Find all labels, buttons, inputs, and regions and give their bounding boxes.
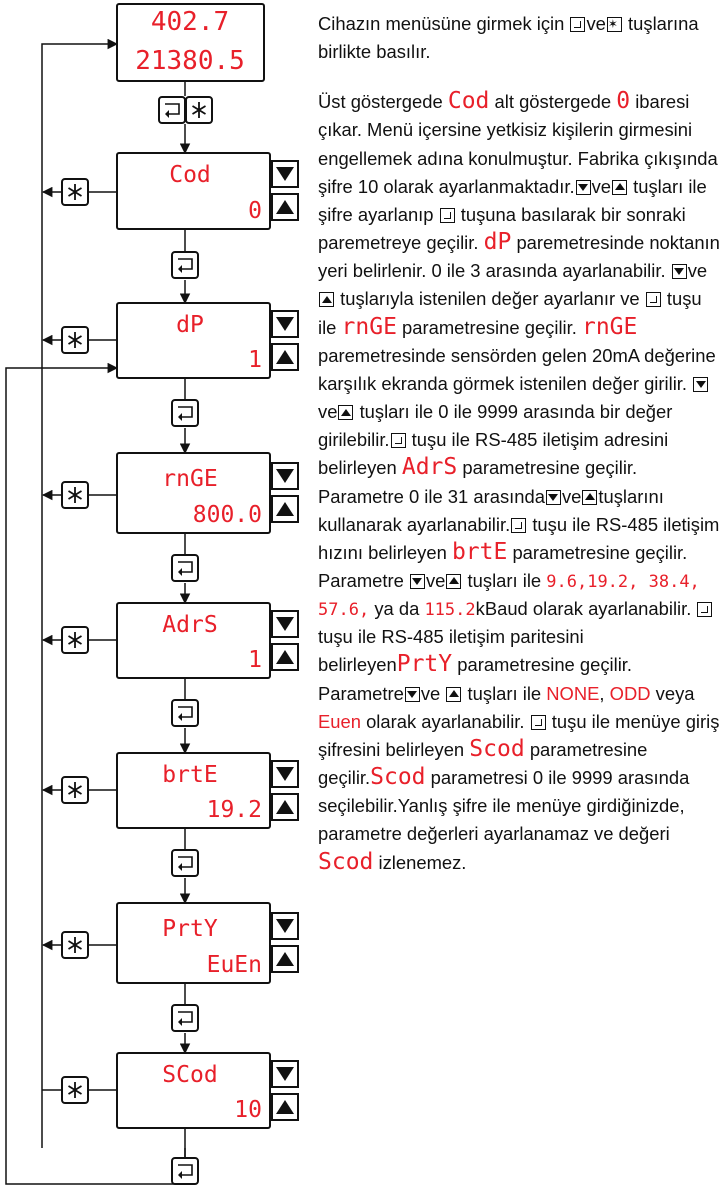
display-rnge — [116, 452, 271, 534]
prty-label: PrtY — [396, 651, 453, 678]
dp-label: dP — [483, 229, 512, 256]
rnge-label: rnGE — [341, 313, 397, 340]
up-down-keys — [271, 160, 299, 1121]
brte-label: brtE — [451, 538, 508, 565]
display-cod — [116, 152, 271, 230]
up-key-icon — [338, 405, 354, 421]
display-adrs — [116, 602, 271, 679]
body-paragraph: Üst göstergede Cod alt göstergede 0 ibar… — [318, 88, 720, 875]
down-key-icon — [671, 264, 687, 280]
parity-none: NONE — [546, 682, 600, 704]
up-key-icon — [612, 179, 628, 195]
rnge-label-2: rnGE — [581, 313, 638, 340]
main-display-top: 402.7 — [151, 7, 229, 37]
prty-top: PrtY — [162, 916, 218, 942]
baud-115: 115.2 — [424, 600, 476, 621]
rnge-bottom: 800.0 — [193, 502, 262, 528]
enter-key-icon — [390, 433, 406, 449]
brte-top: brtE — [162, 762, 217, 788]
up-key-icon — [319, 292, 334, 308]
enter-key-icon — [511, 517, 527, 533]
main-display-bottom: 21380.5 — [135, 46, 245, 76]
down-key-icon — [575, 179, 591, 195]
main-display — [116, 3, 265, 82]
down-key-icon — [404, 686, 420, 702]
baud-values: 9.6,19.2, 38.4, 57.6, — [318, 571, 700, 621]
enter-key-icon — [570, 17, 586, 32]
enter-key-icon — [439, 207, 455, 223]
exit-loop-line — [41, 38, 119, 1148]
down-key-icon — [693, 376, 709, 392]
asterisk-key-icon — [606, 15, 622, 33]
scod-label-3: Scod — [318, 848, 374, 875]
adrs-label: AdrS — [401, 454, 458, 481]
exit-star-keys — [61, 178, 89, 1104]
cod-label: Cod — [447, 88, 490, 115]
menu-entry-keys — [158, 96, 213, 124]
up-key-icon — [446, 573, 462, 589]
adrs-bottom: 1 — [248, 647, 262, 673]
display-brte — [116, 752, 271, 829]
intro-paragraph: Cihazın menüsüne girmek için ve tuşların… — [318, 10, 720, 66]
cod-bottom: 0 — [248, 198, 262, 224]
enter-key-icon — [697, 602, 713, 618]
display-prty — [116, 902, 271, 984]
scod-label: Scod — [469, 735, 525, 762]
cod-top: Cod — [169, 162, 211, 188]
down-key-icon — [409, 573, 425, 589]
display-dp — [116, 302, 271, 379]
brte-bottom: 19.2 — [207, 797, 262, 823]
zero-label: 0 — [616, 88, 631, 115]
display-scod — [116, 1052, 271, 1129]
up-key-icon — [446, 686, 462, 702]
rnge-top: rnGE — [162, 466, 217, 492]
menu-description: Cihazın menüsüne girmek için ve tuşların… — [318, 10, 720, 877]
down-key-icon — [545, 489, 561, 505]
enter-key-icon — [645, 292, 661, 308]
adrs-top: AdrS — [162, 612, 217, 638]
dp-bottom: 1 — [248, 347, 262, 373]
parity-odd: ODD — [609, 682, 651, 704]
scod-bottom: 10 — [234, 1097, 262, 1123]
enter-key-icon — [530, 714, 546, 730]
display-texts: 402.7 21380.5 Cod 0 dP 1 rnGE 800.0 AdrS… — [135, 7, 262, 1123]
scod-top: SCod — [162, 1062, 217, 1088]
prty-bottom: EuEn — [207, 952, 262, 978]
scod-label-2: Scod — [370, 764, 426, 791]
dp-top: dP — [176, 312, 204, 338]
parity-even: Euen — [318, 710, 361, 732]
up-key-icon — [582, 489, 598, 505]
